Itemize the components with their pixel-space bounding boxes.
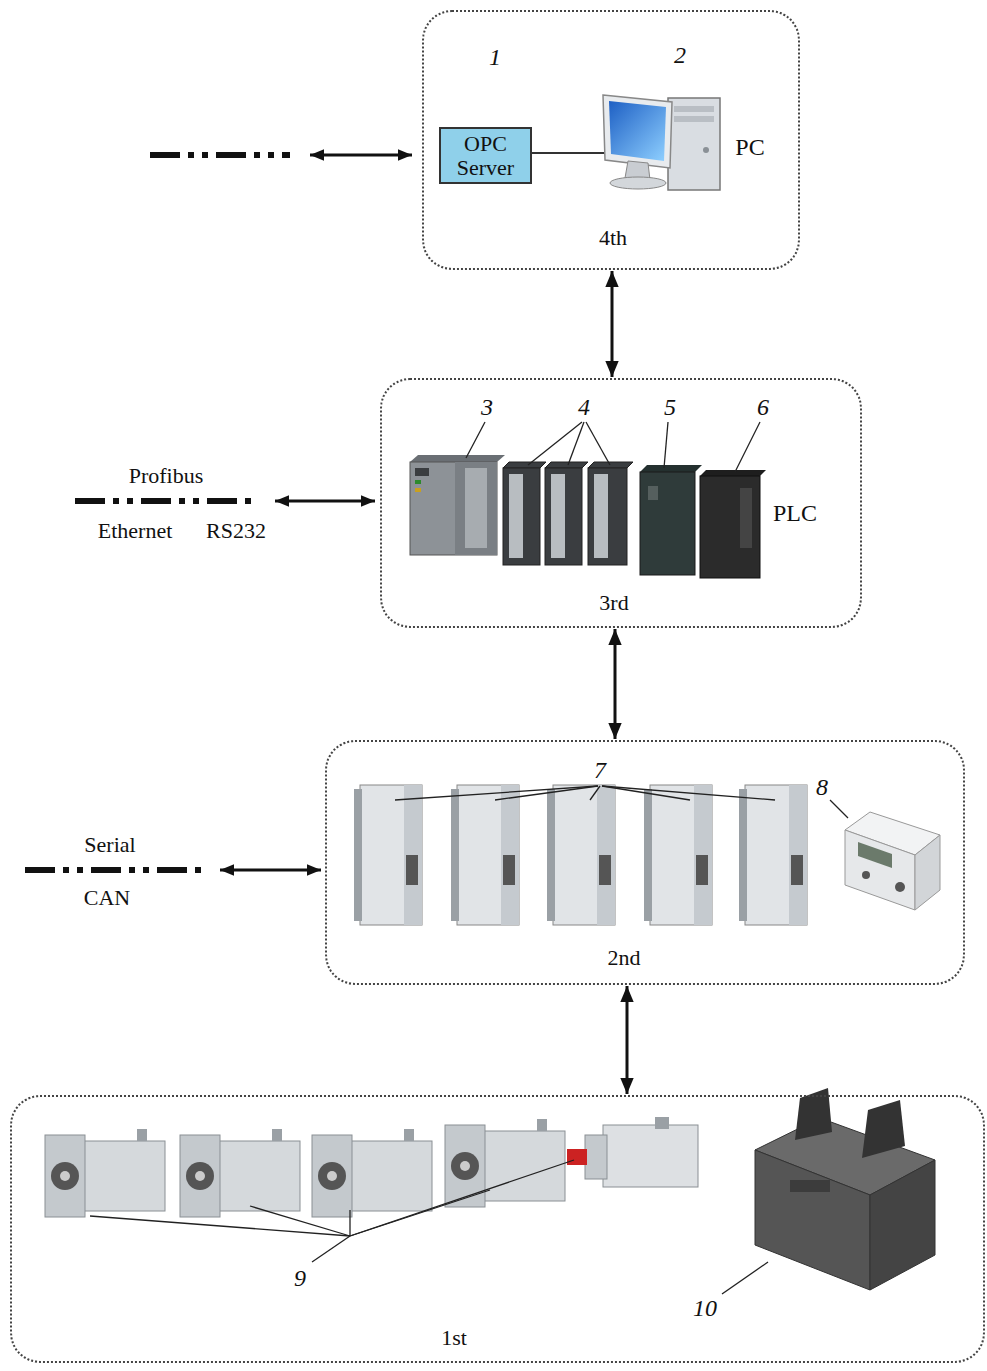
pc-icon xyxy=(603,95,720,190)
callout-number: 7 xyxy=(594,758,606,782)
callout-number: 4 xyxy=(578,395,590,419)
callout-number: 6 xyxy=(757,395,769,419)
callout-number: 5 xyxy=(664,395,676,419)
bus-label: Profibus xyxy=(129,465,204,487)
wire xyxy=(530,152,606,154)
tier-box: 2nd xyxy=(325,740,965,985)
tier-label: 1st xyxy=(441,1326,467,1349)
bus-label: CAN xyxy=(84,887,130,909)
device-label: PLC xyxy=(773,501,817,525)
device-label: PC xyxy=(735,135,764,159)
server-box: OPC Server xyxy=(439,127,532,184)
servo-motors xyxy=(45,1117,698,1217)
leader-line xyxy=(466,422,760,472)
callout-number: 9 xyxy=(294,1266,306,1290)
bus-label: Ethernet xyxy=(98,520,173,542)
callout-number: 2 xyxy=(674,43,686,67)
leader-line xyxy=(395,786,848,818)
callout-number: 1 xyxy=(489,45,501,69)
connector-arrow xyxy=(614,629,617,739)
servo-drives xyxy=(354,785,807,925)
bus-line xyxy=(25,155,290,870)
callout-number: 10 xyxy=(693,1296,717,1320)
tier-label: 4th xyxy=(599,226,627,249)
box-label: OPC Server xyxy=(445,132,526,178)
leader-line xyxy=(90,1160,768,1294)
tier-box: 1st xyxy=(10,1095,985,1363)
connector-arrow xyxy=(611,271,614,377)
tier-label: 2nd xyxy=(608,946,641,969)
callout-number: 3 xyxy=(481,395,493,419)
plc-modules xyxy=(410,455,766,578)
tier-label: 3rd xyxy=(599,591,628,614)
bus-label: Serial xyxy=(84,834,135,856)
controller-unit xyxy=(845,812,940,910)
bus-label: RS232 xyxy=(206,520,266,542)
fixture xyxy=(755,1088,935,1290)
callout-number: 8 xyxy=(816,775,828,799)
bus-arrow xyxy=(220,155,412,870)
connector-arrow xyxy=(626,986,629,1094)
